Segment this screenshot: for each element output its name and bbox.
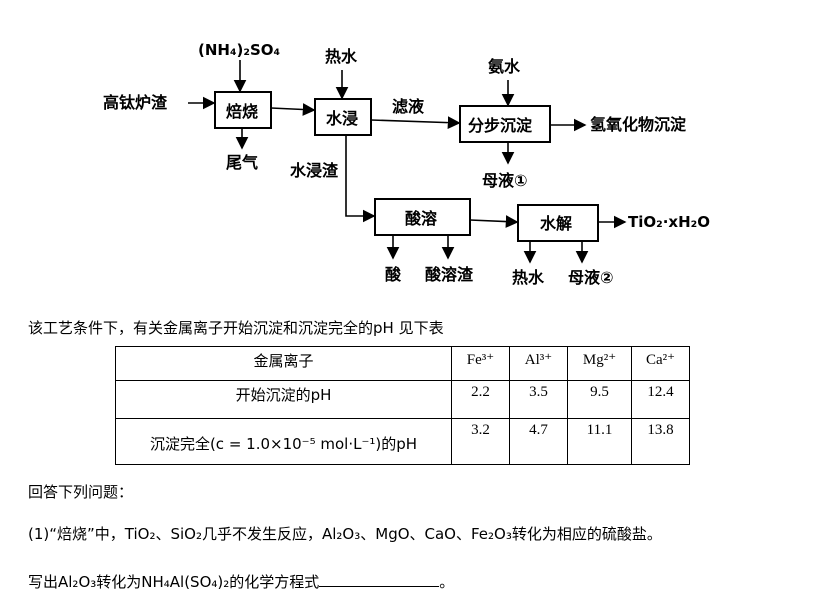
table-header-row: 金属离子 Fe³⁺ Al³⁺ Mg²⁺ Ca²⁺ [115, 346, 690, 381]
ammonia-label: 氨水 [488, 57, 521, 76]
table-cell: 3.2 [451, 418, 510, 465]
question-1b-end: 。 [439, 573, 455, 591]
header-label: 金属离子 [115, 346, 452, 381]
table-cell: 3.5 [509, 380, 568, 419]
acid-box-label: 酸溶 [405, 209, 437, 228]
leach-residue-label: 水浸渣 [290, 161, 339, 180]
filtrate-label: 滤液 [392, 97, 425, 116]
ion-header: Fe³⁺ [451, 346, 510, 381]
roast-label: 焙烧 [226, 102, 258, 121]
hot-water-label: 热水 [325, 47, 358, 66]
row-label: 开始沉淀的pH [115, 380, 452, 419]
ion-ph-table: 金属离子 Fe³⁺ Al³⁺ Mg²⁺ Ca²⁺ 开始沉淀的pH 2.2 3.5… [115, 346, 690, 465]
hydro-label: 水解 [540, 214, 572, 233]
question-1b: 写出Al₂O₃转化为NH₄Al(SO₄)₂的化学方程式 。 [28, 572, 454, 592]
table-cell: 9.5 [567, 380, 632, 419]
table-cell: 13.8 [631, 418, 690, 465]
row-label: 沉淀完全(c = 1.0×10⁻⁵ mol·L⁻¹)的pH [115, 418, 452, 465]
product-label: TiO₂·xH₂O [628, 213, 710, 231]
table-row: 开始沉淀的pH 2.2 3.5 9.5 12.4 [115, 380, 690, 419]
hot-water2-label: 热水 [512, 268, 545, 287]
table-cell: 2.2 [451, 380, 510, 419]
ion-header: Mg²⁺ [567, 346, 632, 381]
ion-header: Al³⁺ [509, 346, 568, 381]
table-cell: 12.4 [631, 380, 690, 419]
hydroxide-label: 氢氧化物沉淀 [590, 115, 687, 134]
feed-label: 高钛炉渣 [103, 93, 168, 112]
mother2-label: 母液② [568, 268, 614, 287]
answer-blank[interactable] [319, 572, 440, 587]
answer-prompt: 回答下列问题： [28, 483, 134, 501]
table-cell: 11.1 [567, 418, 632, 465]
table-row: 沉淀完全(c = 1.0×10⁻⁵ mol·L⁻¹)的pH 3.2 4.7 11… [115, 418, 690, 465]
tail-gas-label: 尾气 [226, 153, 258, 172]
mother1-label: 母液① [482, 171, 528, 190]
question-1b-text: 写出Al₂O₃转化为NH₄Al(SO₄)₂的化学方程式 [28, 573, 320, 591]
leach-label: 水浸 [326, 109, 358, 128]
ion-header: Ca²⁺ [631, 346, 690, 381]
process-flow-diagram: 高钛炉渣 (NH₄)₂SO₄ 热水 氨水 焙烧 水浸 分步沉淀 酸溶 水解 滤液… [103, 41, 710, 287]
question-1: (1)“焙烧”中，TiO₂、SiO₂几乎不发生反应，Al₂O₃、MgO、CaO、… [28, 525, 662, 543]
acid-label: 酸 [385, 265, 402, 284]
precip-label: 分步沉淀 [468, 116, 533, 135]
acid-residue-label: 酸溶渣 [425, 265, 474, 284]
intro-text: 该工艺条件下，有关金属离子开始沉淀和沉淀完全的pH 见下表 [28, 319, 444, 337]
table-cell: 4.7 [509, 418, 568, 465]
reagent-label: (NH₄)₂SO₄ [198, 41, 280, 59]
